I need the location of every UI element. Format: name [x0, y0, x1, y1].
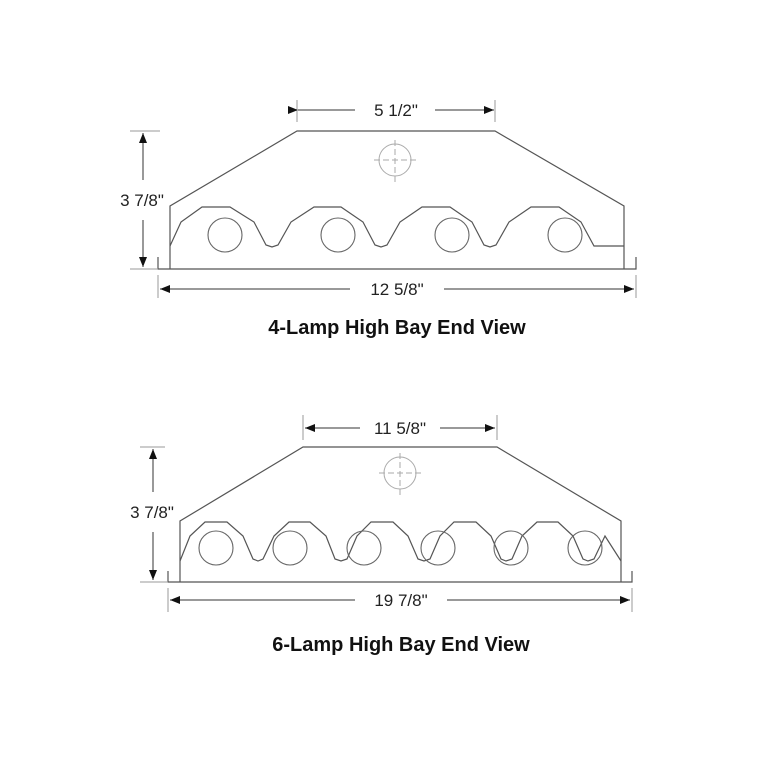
- lamp-hole: [567, 530, 603, 566]
- lamp-hole: [207, 217, 243, 253]
- height-label: 3 7/8": [130, 503, 174, 522]
- housing-outline: [167, 446, 633, 583]
- overall-width-label: 19 7/8": [374, 591, 427, 610]
- lamp-hole: [272, 530, 308, 566]
- lamp-holes: [207, 217, 583, 253]
- housing-outline: [157, 130, 637, 270]
- top-width-label: 5 1/2": [374, 101, 418, 120]
- lamp-hole: [346, 530, 382, 566]
- lamp-hole: [320, 217, 356, 253]
- dimension-lines: [130, 100, 637, 298]
- lamp-hole: [198, 530, 234, 566]
- mounting-hole-icon: [374, 140, 416, 182]
- diagram-6-lamp: 11 5/8" 3 7/8" 19 7/8" 6-Lamp High Bay E…: [130, 415, 633, 656]
- overall-width-label: 12 5/8": [370, 280, 423, 299]
- diagram-title: 4-Lamp High Bay End View: [268, 317, 526, 339]
- height-label: 3 7/8": [120, 191, 164, 210]
- lamp-hole: [493, 530, 529, 566]
- mounting-hole-icon: [379, 453, 421, 495]
- diagram-title: 6-Lamp High Bay End View: [272, 634, 530, 656]
- lamp-hole: [547, 217, 583, 253]
- lamp-hole: [434, 217, 470, 253]
- lamp-holes: [198, 530, 603, 566]
- diagram-4-lamp: 5 1/2" 3 7/8" 12 5/8" 4-Lamp High Bay En…: [120, 100, 637, 339]
- lamp-hole: [420, 530, 456, 566]
- dimension-lines: [140, 415, 633, 612]
- top-width-label: 11 5/8": [374, 419, 426, 438]
